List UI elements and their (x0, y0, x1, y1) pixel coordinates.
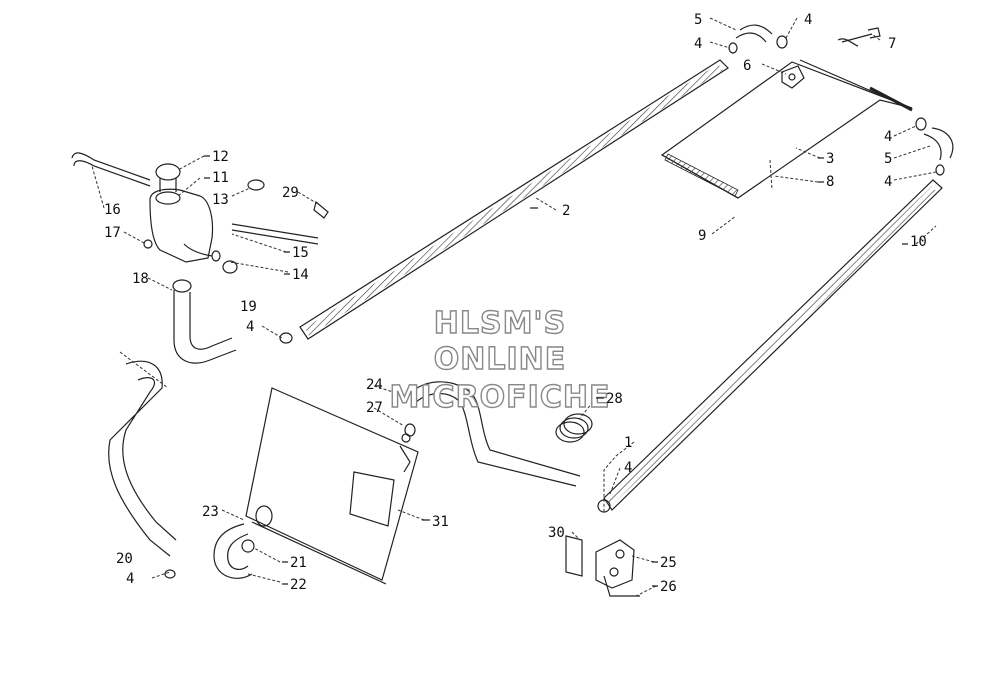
callout-label: 4 (884, 174, 892, 190)
callout-label: 15 (292, 245, 309, 261)
callout-label: 19 (240, 299, 257, 315)
callout-label: 25 (660, 555, 677, 571)
callout-label: 29 (282, 185, 299, 201)
bracket-part-6 (781, 65, 805, 89)
callout-label: 4 (126, 571, 134, 587)
screw-part-26 (603, 575, 640, 597)
radiator-panel (245, 387, 419, 585)
coolant-bottle (143, 163, 238, 274)
hose-upper-right (735, 24, 954, 161)
watermark: HLSM'S ONLINE MICROFICHE (389, 305, 611, 415)
decal-part-31 (349, 471, 395, 527)
callout-label: 3 (826, 151, 834, 167)
callout-label: 6 (743, 58, 751, 74)
watermark-line-2: ONLINE (434, 342, 567, 377)
callout-labels: 5 4 4 7 6 12 11 13 29 16 2 17 15 18 14 1… (104, 12, 927, 595)
hose-part-24 (401, 381, 581, 487)
callout-label: 24 (366, 377, 383, 393)
fitting-part-29 (313, 200, 329, 219)
callout-label: 10 (910, 234, 927, 250)
callout-label: 4 (624, 460, 632, 476)
watermark-line-3: MICROFICHE (390, 380, 611, 415)
leader-lines (91, 17, 937, 597)
callout-label: 20 (116, 551, 133, 567)
callout-label: 5 (694, 12, 702, 28)
callout-label: 11 (212, 170, 229, 186)
hose-part-22 (213, 523, 255, 579)
callout-label: 9 (698, 228, 706, 244)
clamp-part-13 (247, 179, 265, 191)
hose-clamps (164, 35, 945, 579)
bracket-part-25 (595, 539, 635, 589)
vent-tube-15 (231, 223, 319, 245)
callout-label: 27 (366, 400, 383, 416)
callout-label: 13 (212, 192, 229, 208)
callout-label: 7 (888, 36, 896, 52)
pad-part-30 (565, 535, 583, 577)
callout-label: 22 (290, 577, 307, 593)
callout-label: 12 (212, 149, 229, 165)
callout-label: 4 (694, 36, 702, 52)
hose-part-20 (108, 351, 177, 579)
callout-label: 16 (104, 202, 121, 218)
callout-label: 4 (884, 129, 892, 145)
screw-part-7 (837, 27, 881, 47)
callout-label: 5 (884, 151, 892, 167)
callout-label: 4 (246, 319, 254, 335)
heat-exchanger-plate (660, 59, 913, 199)
cooler-tube-upper (299, 59, 729, 340)
callout-label: 17 (104, 225, 121, 241)
overflow-tube-16 (71, 152, 151, 187)
callout-label: 26 (660, 579, 677, 595)
callout-label: 31 (432, 514, 449, 530)
hose-part-19 (172, 279, 237, 364)
callout-label: 8 (826, 174, 834, 190)
callout-label: 2 (562, 203, 570, 219)
callout-label: 1 (624, 435, 632, 451)
spring-part-28 (555, 413, 593, 443)
callout-label: 23 (202, 504, 219, 520)
watermark-line-1: HLSM'S (434, 306, 566, 341)
callout-label: 21 (290, 555, 307, 571)
bottle-cap-part-12 (155, 163, 181, 181)
cooler-tube-lower (603, 179, 943, 511)
callout-label: 30 (548, 525, 565, 541)
callout-label: 28 (606, 391, 623, 407)
callout-label: 4 (804, 12, 812, 28)
callout-label: 14 (292, 267, 309, 283)
callout-label: 18 (132, 271, 149, 287)
label-dashes (204, 155, 908, 587)
